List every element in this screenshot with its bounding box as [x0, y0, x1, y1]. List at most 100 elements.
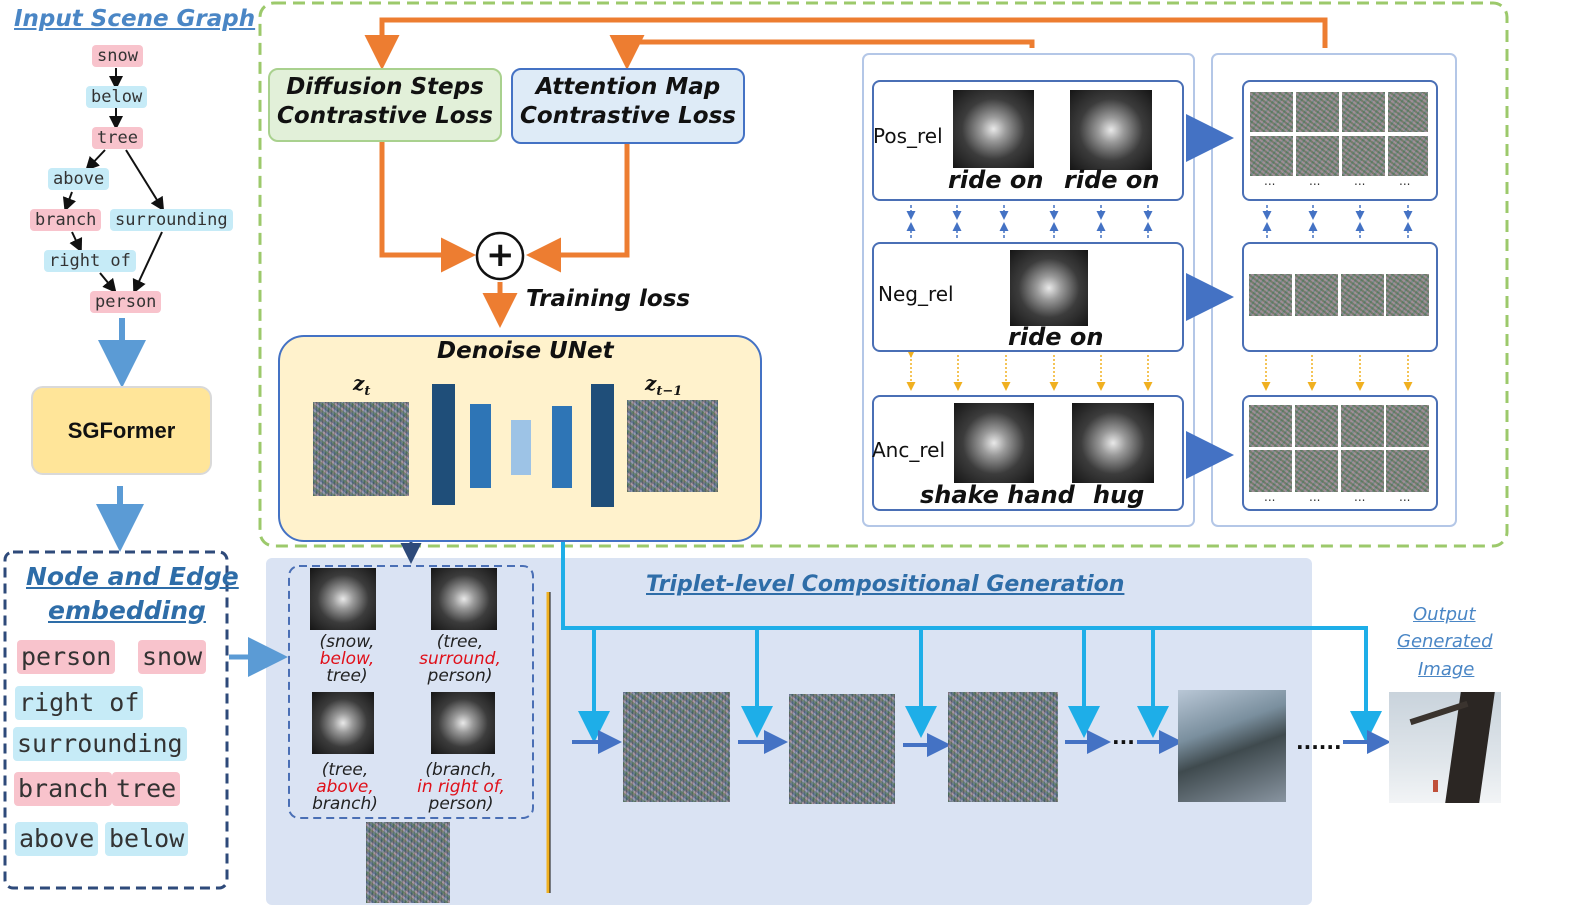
node-branch: branch	[30, 209, 102, 231]
noise-image-zt	[313, 402, 409, 496]
triplet-3-relation: above,	[316, 777, 374, 797]
edge-right-of: right of	[44, 250, 136, 272]
anc-attn-2	[1072, 403, 1154, 483]
pos-grid-4	[1388, 92, 1428, 132]
anc-grid-ellipsis-3: ...	[1354, 490, 1366, 504]
triplet-noise	[366, 822, 450, 903]
z-t1-sub: t−1	[656, 384, 683, 399]
noise-image-zt1	[627, 400, 718, 492]
triplet-4-subject: (branch,	[425, 760, 497, 780]
pos-cap-2: ride on	[1064, 166, 1160, 194]
unet-layer-5	[591, 384, 614, 507]
neg-attn-1	[1010, 250, 1088, 326]
scene-graph-title: Input Scene Graph	[14, 6, 256, 32]
unet-layer-3	[511, 420, 531, 475]
triplet-1: (snow, below, tree)	[302, 634, 392, 685]
pos-attn-2	[1070, 90, 1152, 170]
anc-grid-4	[1386, 405, 1429, 447]
attention-loss-line2: Contrastive Loss	[520, 103, 736, 129]
anc-grid-1	[1249, 405, 1292, 447]
pos-grid-ellipsis-3: ...	[1354, 174, 1366, 188]
edge-below: below	[86, 86, 148, 108]
gen-dots-1: ···	[1112, 730, 1135, 754]
diffusion-loss-line1: Diffusion Steps	[286, 74, 484, 100]
triplet-4-object: person)	[428, 794, 494, 814]
triplet-4-relation: in right of,	[417, 777, 505, 797]
emb-snow: snow	[138, 640, 207, 674]
output-person	[1433, 780, 1438, 792]
z-t1-label: zt−1	[645, 371, 682, 399]
emb-above: above	[15, 822, 99, 856]
node-person: person	[90, 291, 162, 313]
pos-grid-7	[1342, 136, 1385, 176]
triplet-1-object: tree)	[326, 666, 368, 686]
pos-grid-3	[1342, 92, 1385, 132]
triplet-1-subject: (snow,	[319, 632, 375, 652]
triplet-3-subject: (tree,	[321, 760, 369, 780]
emb-right-of: right of	[15, 686, 144, 720]
triplet-2: (tree, surround, person)	[405, 634, 515, 685]
pos-grid-ellipsis-1: ...	[1264, 174, 1276, 188]
node-snow: snow	[92, 45, 143, 67]
anc-grid-5	[1249, 450, 1292, 492]
node-tree: tree	[92, 127, 143, 149]
attention-loss-box: Attention Map Contrastive Loss	[511, 68, 745, 144]
sgformer-box: SGFormer	[31, 386, 212, 475]
training-loss-label: Training loss	[526, 286, 691, 312]
neg-rel-name: Neg_rel	[878, 282, 954, 306]
z-t-label: zt	[353, 371, 370, 399]
edge-above: above	[48, 168, 110, 190]
unet-layer-1	[432, 384, 455, 505]
diffusion-loss-box: Diffusion Steps Contrastive Loss	[268, 68, 502, 142]
pos-cap-1: ride on	[948, 166, 1044, 194]
anc-cap-2: hug	[1093, 481, 1145, 509]
triplet-attn-1	[310, 568, 376, 630]
triplet-attn-4	[431, 692, 495, 754]
anc-grid-2	[1295, 405, 1338, 447]
pos-grid-5	[1250, 136, 1293, 176]
triplet-attn-2	[431, 568, 497, 630]
emb-below: below	[105, 822, 189, 856]
gen-dots-2: ......	[1296, 730, 1342, 754]
triplet-2-relation: surround,	[419, 649, 501, 669]
anc-grid-3	[1341, 405, 1384, 447]
pos-grid-1	[1250, 92, 1293, 132]
anc-attn-1	[954, 403, 1034, 483]
anc-grid-8	[1386, 450, 1429, 492]
pos-grid-2	[1296, 92, 1339, 132]
unet-layer-4	[552, 406, 572, 488]
z-t-sub: t	[364, 384, 371, 399]
triplet-2-object: person)	[427, 666, 493, 686]
triplet-1-relation: below,	[319, 649, 375, 669]
embedding-title-2: embedding	[48, 596, 206, 625]
pos-grid-ellipsis-4: ...	[1399, 174, 1411, 188]
neg-cap-1: ride on	[1008, 323, 1104, 351]
pos-attn-1	[953, 90, 1034, 168]
diffusion-loss-line2: Contrastive Loss	[277, 103, 493, 129]
triplet-attn-3	[312, 692, 374, 754]
anc-grid-7	[1341, 450, 1384, 492]
anc-rel-name: Anc_rel	[872, 438, 945, 462]
output-image	[1389, 692, 1501, 803]
pos-grid-ellipsis-2: ...	[1309, 174, 1321, 188]
triplet-4: (branch, in right of, person)	[402, 762, 520, 813]
neg-grid-4	[1386, 274, 1429, 316]
output-label-2: Generated	[1397, 631, 1493, 652]
neg-grid-2	[1295, 274, 1338, 316]
pos-grid-6	[1296, 136, 1339, 176]
anc-grid-6	[1295, 450, 1338, 492]
neg-grid-3	[1341, 274, 1384, 316]
attention-loss-line1: Attention Map	[535, 74, 721, 100]
emb-surrounding: surrounding	[13, 727, 187, 761]
output-label-3: Image	[1418, 659, 1475, 680]
unet-title: Denoise UNet	[437, 338, 614, 364]
generation-title: Triplet-level Compositional Generation	[646, 572, 1125, 597]
output-label-1: Output	[1413, 604, 1476, 625]
gen-step-3	[948, 692, 1058, 802]
triplet-2-subject: (tree,	[436, 632, 484, 652]
edge-surrounding: surrounding	[110, 209, 233, 231]
pos-rel-name: Pos_rel	[873, 124, 943, 148]
gen-step-4	[1178, 690, 1286, 802]
neg-grid-1	[1249, 274, 1292, 316]
gen-step-1	[623, 692, 730, 802]
